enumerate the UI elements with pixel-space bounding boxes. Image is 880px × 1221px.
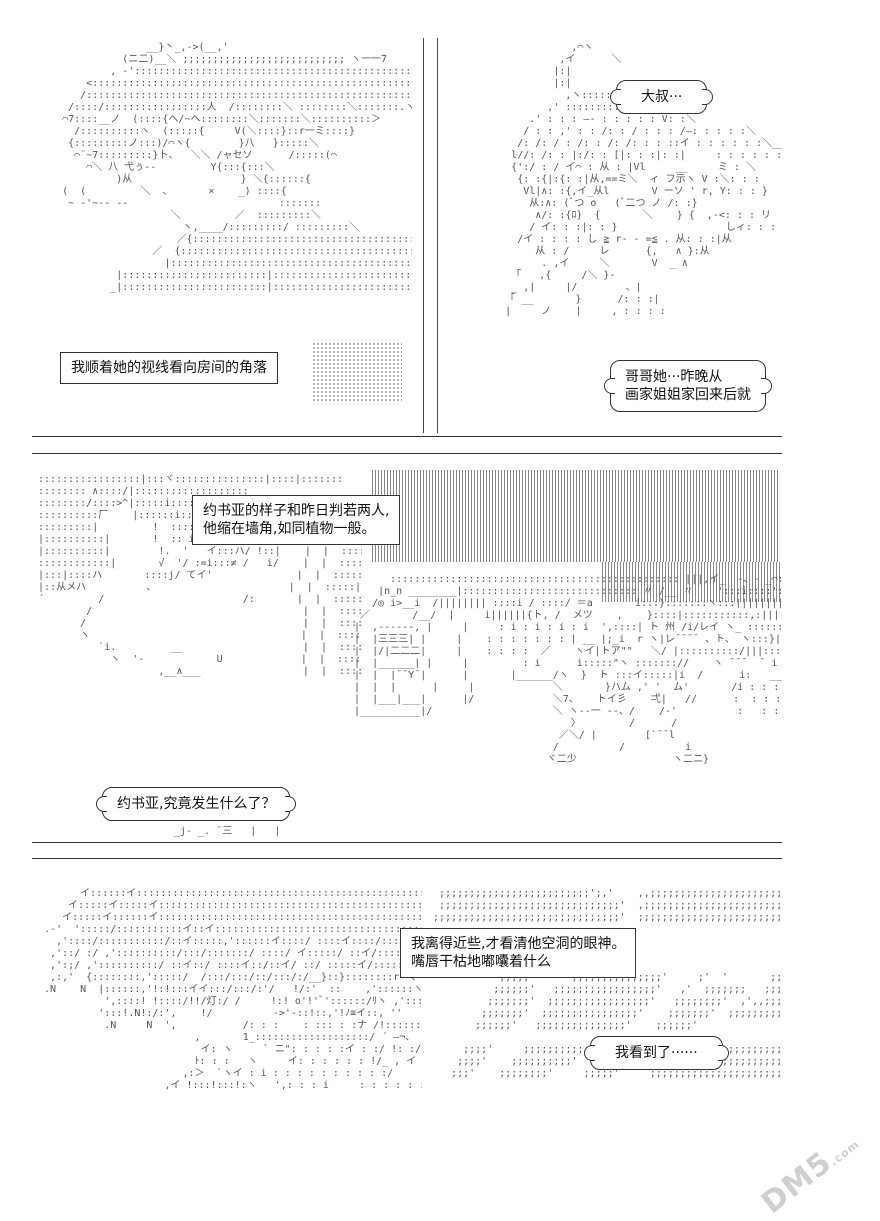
speech-bubble: 约书亚,究竟发生什么了？ xyxy=(102,787,291,821)
ascii-art-figure-corner: ::::::::::::::::::::::::::::::::::::::::… xyxy=(354,574,782,765)
screentone-shading xyxy=(312,342,402,402)
ascii-art-speed-lines: ;;;;;;;;;;;;;;;;;;;;;;;;;';,' ,,;;;;;;;;… xyxy=(433,888,782,1079)
ascii-art-floor: _j- _. ¨三 | | xyxy=(162,826,281,837)
panel-border xyxy=(32,842,782,843)
caption-box: 我离得近些,才看清他空洞的眼神。 嘴唇干枯地嘟囔着什么 xyxy=(400,928,637,978)
caption-box: 约书亚的样子和昨日判若两人, 他缩在墙角,如同植物一般。 xyxy=(192,495,401,545)
caption-box: 我顺着她的视线看向房间的角落 xyxy=(60,352,278,384)
speech-text-line-1: 哥哥她···昨晚从 xyxy=(625,369,723,385)
caption-text-line-1: 约书亚的样子和昨日判若两人, xyxy=(203,503,390,519)
speech-text-line-2: 画家姐姐家回来后就 xyxy=(625,387,751,403)
screentone-wall xyxy=(372,470,780,562)
caption-text: 我顺着她的视线看向房间的角落 xyxy=(71,360,267,376)
speech-text: 约书亚,究竟发生什么了？ xyxy=(117,796,276,812)
watermark-suffix: .com xyxy=(827,1137,862,1169)
caption-text-line-1: 我离得近些,才看清他空洞的眼神。 xyxy=(411,936,626,952)
panel-divider-left xyxy=(423,38,424,433)
caption-text-line-2: 他缩在墙角,如同植物一般。 xyxy=(203,521,376,537)
ascii-art-room-left: :::::::::::::::::|:::ヾ:::::::::::::::|::… xyxy=(38,474,362,677)
speech-text: 大叔··· xyxy=(641,89,683,105)
panel-border xyxy=(32,436,782,437)
screentone-wall-lower xyxy=(602,562,780,602)
panel-1: __}丶_,->(__,' (ニ二)__＼ ;;;;;;;;;;;;;;;;;;… xyxy=(32,30,782,435)
speech-text: 我看到了······ xyxy=(615,1045,698,1061)
ascii-art-character-right: ,⌒ヽ ,イ ＼ |:| |:| ,ヽ:::::: ,' :::::::::::… xyxy=(505,42,782,317)
speech-bubble-bottom: 哥哥她···昨晚从 画家姐姐家回来后就 xyxy=(610,360,766,412)
panel-border xyxy=(32,453,782,454)
panel-divider-right xyxy=(437,38,438,433)
panel-3: イ::::::イ::::::::::::::::::::::::::::::::… xyxy=(32,876,782,1176)
panel-2: :::::::::::::::::|:::ヾ:::::::::::::::|::… xyxy=(32,462,782,842)
ascii-art-closeup-face: イ::::::イ::::::::::::::::::::::::::::::::… xyxy=(44,888,422,1091)
panel-border xyxy=(32,858,782,859)
ascii-art-character-left: __}丶_,->(__,' (ニ二)__＼ ;;;;;;;;;;;;;;;;;;… xyxy=(62,42,412,293)
speech-bubble: 我看到了······ xyxy=(590,1036,723,1070)
speech-bubble-top: 大叔··· xyxy=(616,80,708,114)
caption-text-line-2: 嘴唇干枯地嘟囔着什么 xyxy=(411,954,551,970)
